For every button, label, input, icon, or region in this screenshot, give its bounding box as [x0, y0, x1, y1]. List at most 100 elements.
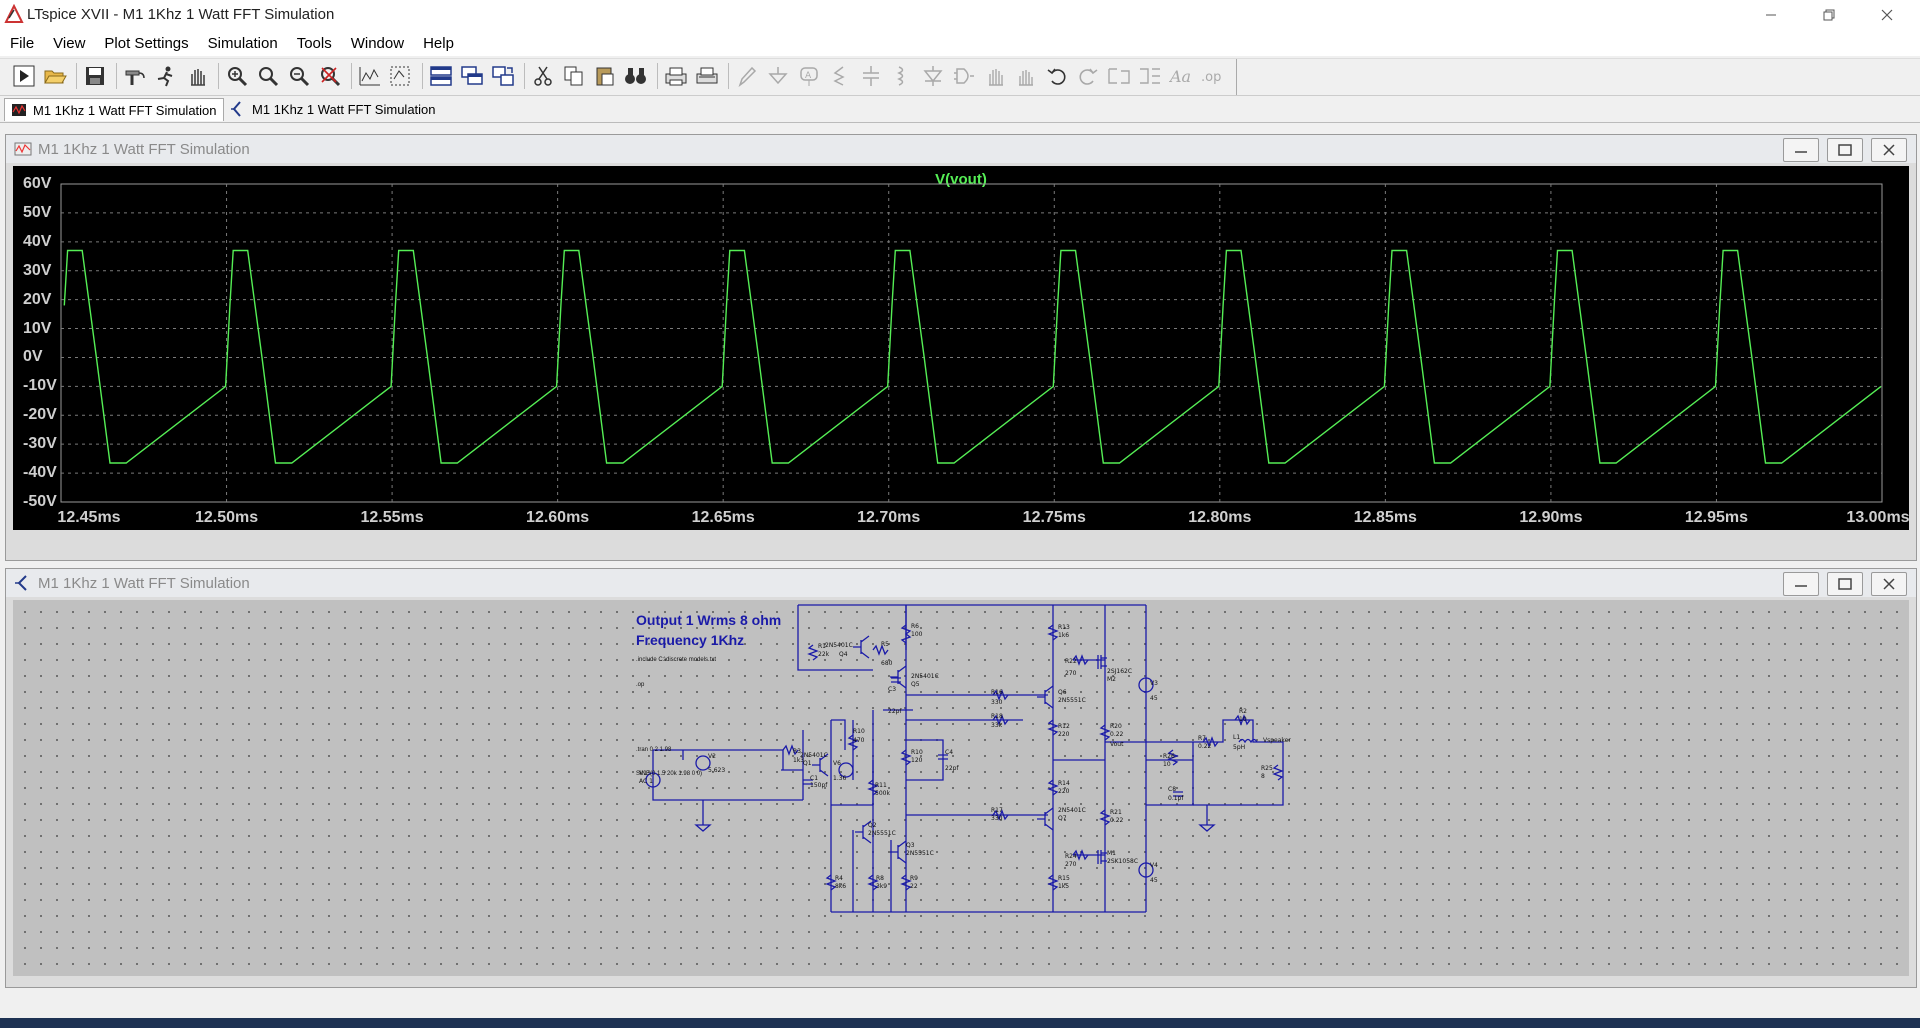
zoom-out-button[interactable] — [285, 62, 313, 90]
find-button[interactable] — [622, 62, 650, 90]
zoom-fit-button[interactable] — [316, 62, 344, 90]
svg-text:A: A — [805, 71, 812, 81]
run-button[interactable] — [10, 62, 38, 90]
schematic-close-button[interactable] — [1871, 572, 1907, 596]
svg-text:100: 100 — [911, 631, 923, 638]
menu-view[interactable]: View — [53, 34, 86, 52]
text-button[interactable]: Aa — [1167, 62, 1195, 90]
directive-op[interactable]: .op — [636, 682, 645, 688]
toolbar-separator — [422, 63, 423, 89]
svg-text:0.22: 0.22 — [1110, 731, 1124, 738]
y-tick-label: -10V — [23, 377, 57, 395]
drag-hand-icon — [1019, 70, 1033, 86]
spice-directive-button[interactable]: .op — [1198, 62, 1226, 90]
menu-plot-settings[interactable]: Plot Settings — [104, 34, 189, 52]
svg-text:1k5: 1k5 — [1058, 883, 1069, 890]
waveform-close-button[interactable] — [1871, 138, 1907, 162]
svg-text:1k3: 1k3 — [793, 757, 804, 764]
svg-text:Vout: Vout — [1110, 741, 1124, 748]
svg-text:R11: R11 — [875, 782, 887, 789]
pan-button[interactable] — [183, 62, 211, 90]
svg-text:0.22: 0.22 — [1198, 743, 1212, 750]
run-stop-button[interactable] — [152, 62, 180, 90]
label-net-button[interactable]: A — [795, 62, 823, 90]
menu-tools[interactable]: Tools — [296, 34, 332, 52]
move-button[interactable] — [981, 62, 1009, 90]
x-tick-label: 12.80ms — [1188, 509, 1252, 526]
waveform-plot[interactable] — [13, 166, 1909, 530]
pick-traces-button[interactable] — [387, 62, 415, 90]
ltspice-app-icon — [4, 4, 24, 23]
x-tick-label: 12.65ms — [691, 509, 755, 526]
control-panel-button[interactable] — [121, 62, 149, 90]
close-window-button[interactable] — [1864, 0, 1910, 30]
svg-text:2SK1058C: 2SK1058C — [1107, 858, 1138, 865]
menu-file[interactable]: File — [10, 34, 35, 52]
redo-button[interactable] — [1074, 62, 1102, 90]
save-icon — [86, 67, 104, 85]
schematic-comment[interactable]: Output 1 Wrms 8 ohm Frequency 1Khz — [636, 610, 781, 650]
tab-waveform[interactable]: M1 1Khz 1 Watt FFT Simulation — [4, 98, 224, 121]
zoom-back-button[interactable] — [254, 62, 282, 90]
svg-text:R22: R22 — [1065, 658, 1077, 665]
menu-simulation[interactable]: Simulation — [207, 34, 278, 52]
drag-button[interactable] — [1012, 62, 1040, 90]
cascade-button[interactable] — [458, 62, 486, 90]
svg-text:M2: M2 — [1107, 676, 1116, 683]
waveform-window-titlebar[interactable]: M1 1Khz 1 Watt FFT Simulation — [6, 135, 1916, 163]
rotate-button[interactable] — [1105, 62, 1133, 90]
svg-text:470: 470 — [853, 737, 865, 744]
directive-sine[interactable]: SINE(0 1.5 20k 1.98 0 0) — [636, 771, 703, 777]
mirror-button[interactable] — [1136, 62, 1164, 90]
tile-horizontal-button[interactable] — [427, 62, 455, 90]
capacitor-button[interactable] — [857, 62, 885, 90]
autorange-button[interactable] — [356, 62, 384, 90]
ground-button[interactable] — [764, 62, 792, 90]
restore-window-button[interactable] — [1806, 0, 1852, 30]
tile-vertical-button[interactable] — [489, 62, 517, 90]
save-button[interactable] — [81, 62, 109, 90]
zoom-area-button[interactable] — [223, 62, 251, 90]
trace-vout[interactable] — [63, 249, 1882, 464]
print-button[interactable] — [662, 62, 690, 90]
schematic-maximize-button[interactable] — [1827, 572, 1863, 596]
component-button[interactable] — [950, 62, 978, 90]
directive-include[interactable]: .include C:\discrete models.txt — [636, 657, 717, 663]
resistor-icon — [833, 66, 845, 86]
schematic-minimize-button[interactable] — [1783, 572, 1819, 596]
svg-text:2N5401C: 2N5401C — [800, 752, 828, 759]
copy-button[interactable] — [560, 62, 588, 90]
x-tick-label: 12.85ms — [1353, 509, 1417, 526]
binoculars-icon — [625, 68, 646, 84]
svg-text:R10: R10 — [853, 728, 865, 735]
svg-text:270: 270 — [1065, 670, 1077, 677]
svg-text:2N5551C: 2N5551C — [906, 850, 934, 857]
print-setup-button[interactable] — [693, 62, 721, 90]
diode-icon — [923, 66, 943, 86]
open-button[interactable] — [41, 62, 69, 90]
svg-text:V2: V2 — [708, 753, 716, 760]
svg-text:C4: C4 — [945, 749, 953, 756]
directive-tran[interactable]: .tran 0 2 1.98 — [636, 747, 672, 753]
inductor-button[interactable] — [888, 62, 916, 90]
undo-button[interactable] — [1043, 62, 1071, 90]
waveform-maximize-button[interactable] — [1827, 138, 1863, 162]
resistor-button[interactable] — [826, 62, 854, 90]
cut-button[interactable] — [529, 62, 557, 90]
paste-button[interactable] — [591, 62, 619, 90]
waveform-minimize-button[interactable] — [1783, 138, 1819, 162]
svg-text:2SJ162C: 2SJ162C — [1107, 668, 1132, 675]
menu-window[interactable]: Window — [350, 34, 405, 52]
draw-wire-button[interactable] — [733, 62, 761, 90]
waveform-window: M1 1Khz 1 Watt FFT Simulation V(vout) 60… — [5, 134, 1917, 561]
tab-schematic[interactable]: M1 1Khz 1 Watt FFT Simulation — [224, 98, 442, 120]
menu-help[interactable]: Help — [423, 34, 454, 52]
svg-text:Q6: Q6 — [1058, 689, 1067, 696]
zoom-out-icon — [290, 67, 310, 87]
schematic-window-titlebar[interactable]: M1 1Khz 1 Watt FFT Simulation — [6, 569, 1916, 597]
minimize-window-button[interactable] — [1748, 0, 1794, 30]
diode-button[interactable] — [919, 62, 947, 90]
